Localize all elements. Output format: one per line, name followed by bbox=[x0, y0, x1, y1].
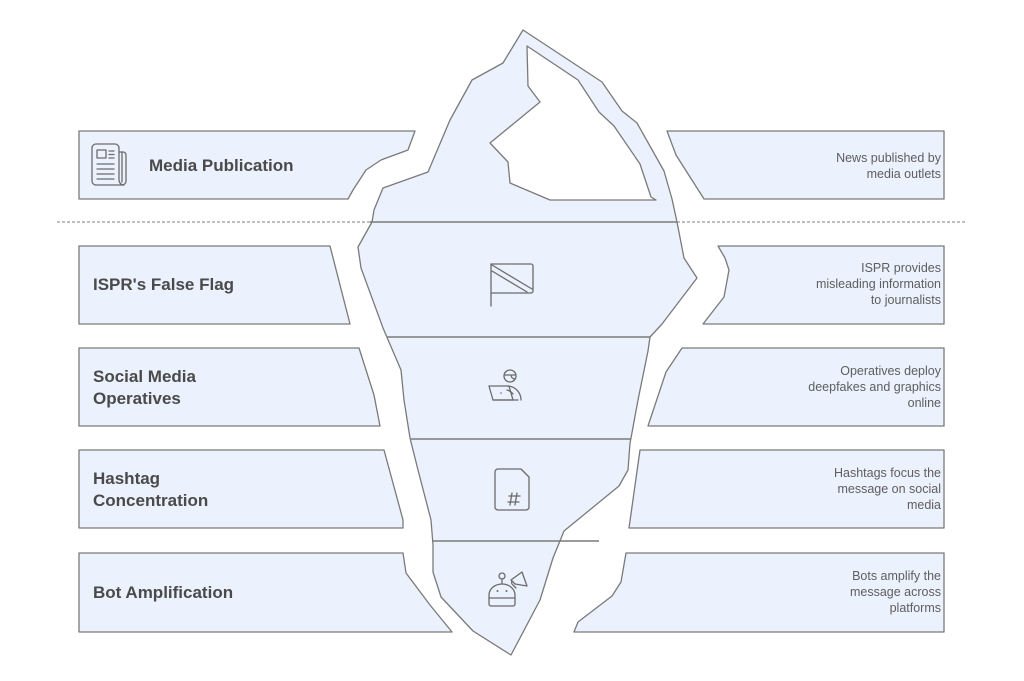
hashtag-document-icon bbox=[494, 468, 530, 511]
left-panel-social-media-operatives bbox=[78, 347, 381, 427]
level-label-media-publication: Media Publication bbox=[149, 156, 294, 175]
right-panel-ispr-false-flag bbox=[702, 245, 945, 325]
label-line: Hashtag bbox=[93, 469, 161, 488]
left-panel-bot-amplification bbox=[78, 552, 453, 633]
level-label-ispr-false-flag: ISPR's False Flag bbox=[93, 275, 235, 294]
right-panel-hashtag-concentration bbox=[628, 449, 945, 529]
level-description-hashtag-concentration: Hashtags focus the message on social med… bbox=[833, 466, 941, 512]
label-line: Social Media bbox=[93, 367, 196, 386]
level-description-media-publication: News published by media outlets bbox=[836, 151, 941, 181]
level-label-social-media-operatives: Social Media Operatives bbox=[93, 366, 196, 410]
level-label-bot-amplification: Bot Amplification bbox=[93, 583, 234, 602]
level-label-hashtag-concentration: Hashtag Concentration bbox=[93, 468, 208, 512]
label-line: Concentration bbox=[93, 491, 209, 510]
left-panel-hashtag-concentration bbox=[78, 449, 404, 529]
right-panel-social-media-operatives bbox=[647, 347, 945, 427]
newspaper-icon bbox=[91, 143, 127, 186]
right-panel-bot-amplification bbox=[573, 552, 945, 633]
level-description-bot-amplification: Bots amplify the message across platform… bbox=[849, 569, 941, 615]
robot-megaphone-icon bbox=[488, 571, 528, 607]
label-line: Operatives bbox=[93, 389, 181, 408]
left-panel-ispr-false-flag bbox=[78, 245, 351, 325]
right-panel-media-publication bbox=[666, 130, 945, 200]
person-laptop-icon bbox=[488, 369, 522, 401]
level-description-social-media-operatives: Operatives deploy deepfakes and graphics… bbox=[808, 364, 941, 410]
left-panel-media-publication bbox=[78, 130, 416, 200]
flag-icon bbox=[490, 263, 534, 307]
iceberg-peak-snow bbox=[489, 45, 657, 201]
level-description-ispr-false-flag: ISPR provides misleading information to … bbox=[815, 261, 941, 307]
